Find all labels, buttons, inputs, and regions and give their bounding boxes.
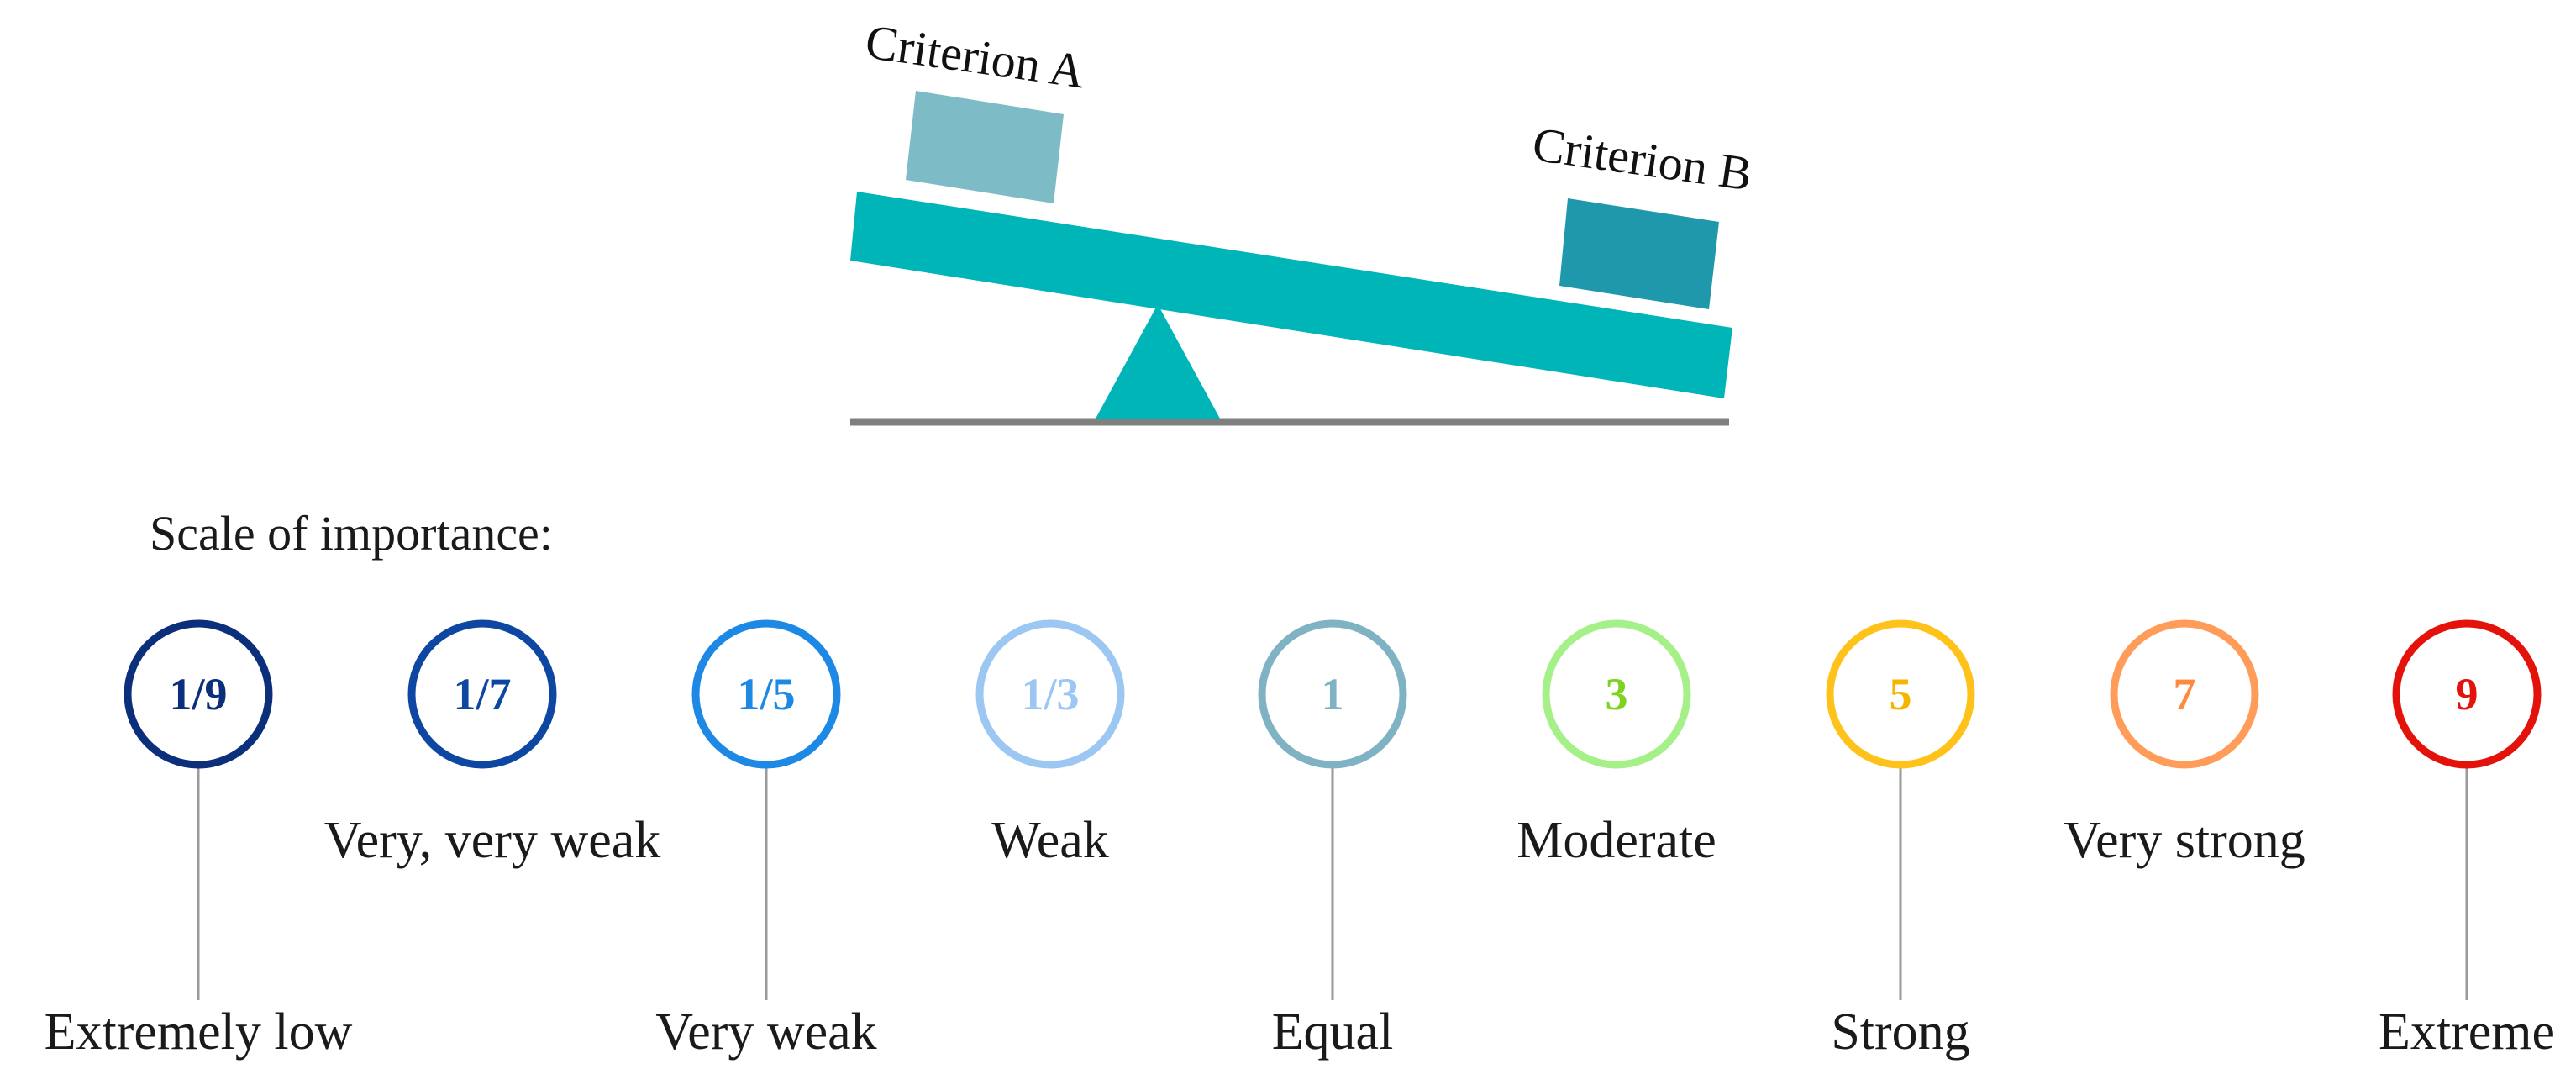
scale-node: 1/3 — [975, 619, 1125, 769]
scale-node-circle — [975, 619, 1125, 769]
scale-node-value: 7 — [2174, 669, 2196, 719]
scale-description-label: Very strong — [2063, 812, 2305, 869]
scale-description-label: Very weak — [655, 1003, 876, 1061]
scale-description-label: Extreme — [2379, 1003, 2555, 1061]
scale-node-circle — [1542, 619, 1691, 769]
scale-node: 1 — [1258, 619, 1407, 769]
scale-node-value: 1/3 — [1021, 669, 1079, 719]
scale-node: 1/7 — [407, 619, 557, 769]
scale-node-circle — [407, 619, 557, 769]
scale-node-value: 1/9 — [169, 669, 227, 719]
scale-description-label: Weak — [991, 812, 1109, 869]
scale-node-value: 9 — [2456, 669, 2479, 719]
criterion-a-label: Criterion A — [862, 14, 1088, 99]
scale-node-value: 1/5 — [737, 669, 795, 719]
scale-node: 9 — [2392, 619, 2542, 769]
scale-description-label: Very, very weak — [324, 812, 661, 869]
scale-node: 1/9 — [124, 619, 273, 769]
scale-node: 5 — [1826, 619, 1975, 769]
criterion-a-box — [906, 91, 1064, 203]
scale-node-value: 1 — [1322, 669, 1344, 719]
label-leader-lines — [197, 768, 2468, 1000]
scale-node: 1/5 — [691, 619, 841, 769]
scale-node: 7 — [2110, 619, 2259, 769]
scale-description-label: Strong — [1831, 1003, 1969, 1061]
seesaw-beam — [850, 192, 1732, 398]
scale-node-circle — [2392, 619, 2542, 769]
scale-node-circle — [1258, 619, 1407, 769]
scale-node: 3 — [1542, 619, 1691, 769]
scale-description-label: Moderate — [1517, 812, 1716, 869]
scale-description-label: Extremely low — [45, 1003, 353, 1061]
criterion-b-label: Criterion B — [1529, 117, 1755, 202]
seesaw-illustration: Criterion A Criterion B — [850, 14, 1755, 426]
scale-description-label: Equal — [1272, 1003, 1394, 1061]
scale-node-circle — [2110, 619, 2259, 769]
scale-title: Scale of importance: — [150, 506, 553, 561]
scale-nodes: 1/9 1/7 1/5 1/3 1 3 5 7 9 — [124, 619, 2542, 769]
scale-node-circle — [1826, 619, 1975, 769]
criterion-b-box — [1559, 198, 1719, 309]
scale-node-value: 3 — [1606, 669, 1628, 719]
scale-node-value: 1/7 — [453, 669, 511, 719]
scale-node-circle — [691, 619, 841, 769]
scale-node-value: 5 — [1890, 669, 1912, 719]
fulcrum-triangle — [1096, 304, 1220, 419]
scale-node-circle — [124, 619, 273, 769]
